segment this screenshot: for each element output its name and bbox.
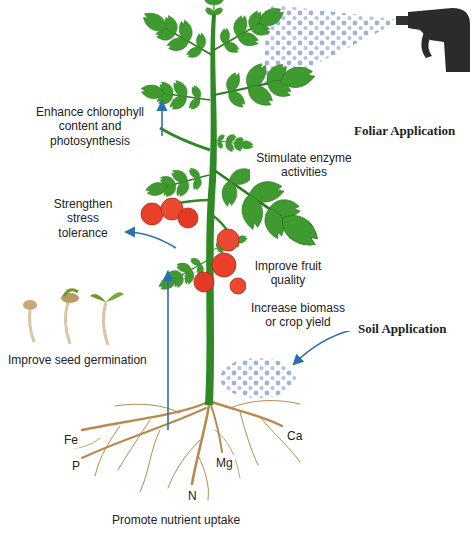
nutrient-label: Ca <box>285 428 304 444</box>
nutrient-label: P <box>70 458 82 474</box>
effect-label: Strengthen stress tolerance <box>44 196 122 241</box>
effect-label: Improve fruit quality <box>246 258 330 289</box>
application-label: Foliar Application <box>352 122 457 140</box>
soil-granules <box>220 358 296 398</box>
effect-label: Enhance chlorophyll content and photosyn… <box>24 104 156 149</box>
nutrient-label: Fe <box>62 432 80 448</box>
tomatoes <box>141 198 246 294</box>
stem <box>205 14 217 405</box>
nutrient-label: N <box>186 488 199 504</box>
branch <box>160 128 210 150</box>
effect-label: Increase biomass or crop yield <box>242 300 354 331</box>
effect-label: Improve seed germination <box>6 352 149 368</box>
application-label: Soil Application <box>356 320 449 338</box>
nutrient-label: Mg <box>214 455 235 471</box>
spray-bottle <box>396 8 470 72</box>
roots <box>74 401 300 500</box>
seedlings <box>23 290 124 345</box>
effect-label: Stimulate enzyme activities <box>250 150 358 181</box>
caption-label: Promote nutrient uptake <box>110 512 242 528</box>
